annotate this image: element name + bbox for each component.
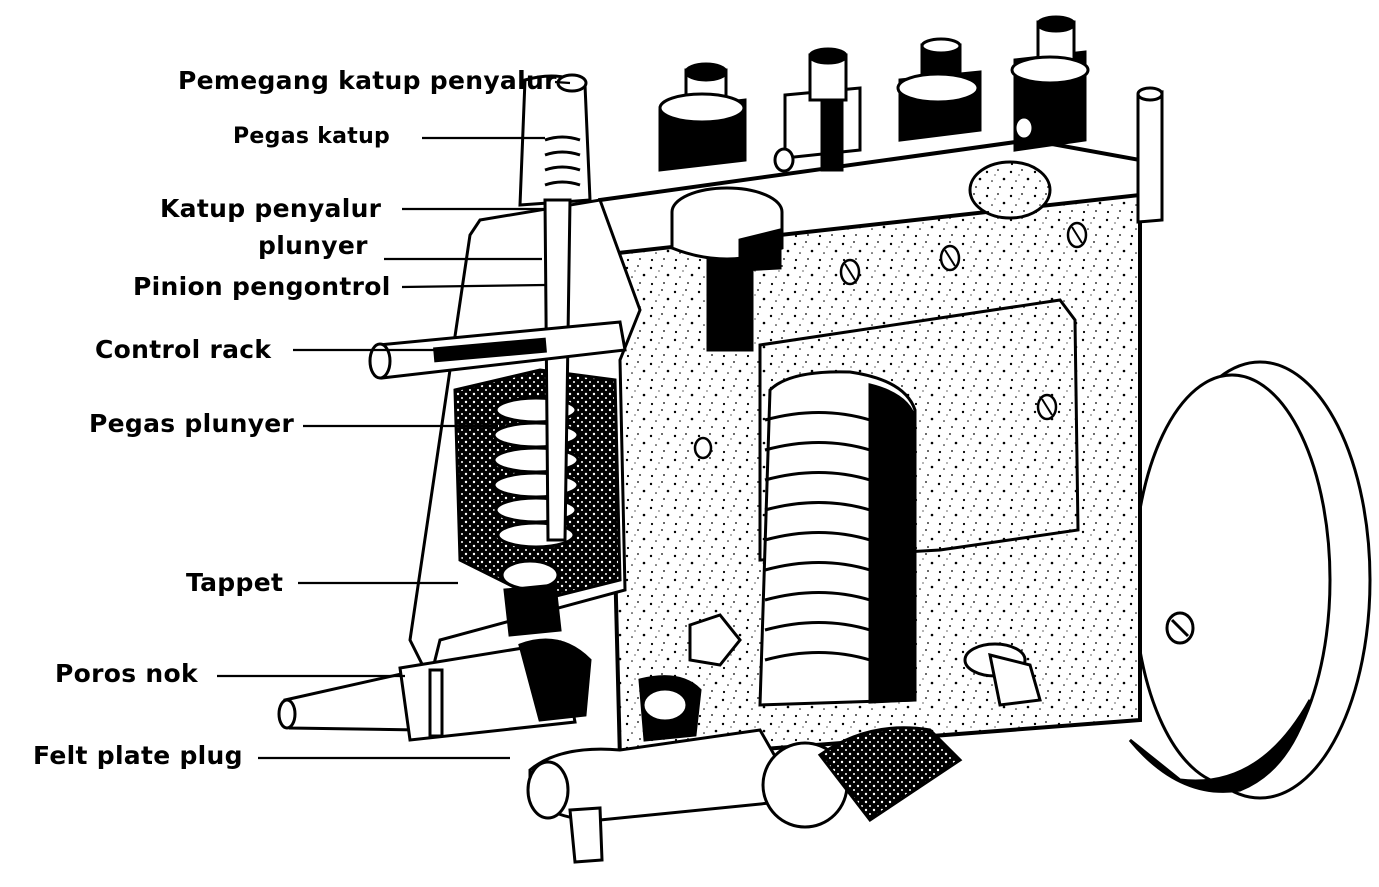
control-rack [368,320,627,380]
leader-lines [217,80,571,760]
label-camshaft: Poros nok [55,659,198,688]
label-tappet: Tappet [186,568,284,597]
label-plunger-spring: Pegas plunyer [89,409,295,438]
label-control-rack: Control rack [95,335,272,364]
label-valve-spring: Pegas katup [233,124,391,149]
leader-control-pinion [401,283,546,289]
delivery-valve-holders [658,15,1164,224]
drive-flange [1128,360,1372,800]
tappet-spring-cutaway [670,186,917,707]
camshaft [277,613,1042,864]
label-delivery-valve: Katup penyalur [160,194,382,223]
label-felt-plate-plug: Felt plate plug [33,741,243,770]
leader-delivery-valve-holder [554,80,571,85]
pump-element-cutaway [408,73,642,685]
label-delivery-valve-holder: Pemegang katup penyalur [178,66,557,95]
label-plunger: plunyer [258,231,368,260]
label-control-pinion: Pinion pengontrol [133,272,391,301]
